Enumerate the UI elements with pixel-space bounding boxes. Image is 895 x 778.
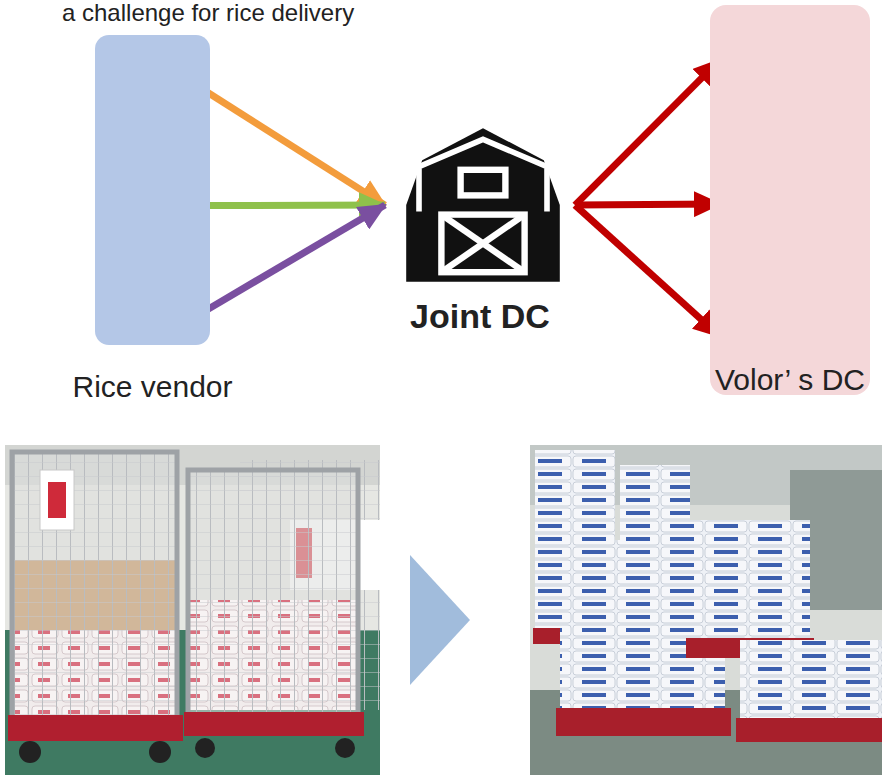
volor-dc-group: Volor’ s DC	[710, 5, 870, 395]
title: a challenge for rice delivery	[62, 0, 354, 26]
flow-arrow	[205, 91, 385, 205]
flow-arrow	[575, 205, 720, 336]
vendor-group: Rice vendor	[95, 35, 210, 345]
flow-arrow	[575, 60, 720, 206]
node-label: Rice vendor	[72, 370, 232, 405]
node-label: Joint DC	[410, 297, 550, 336]
flow-arrow	[205, 202, 385, 209]
flow-arrow	[575, 204, 720, 205]
node-label: Volor’ s DC	[715, 363, 865, 398]
flow-arrow	[205, 205, 385, 311]
joint-dc-node: Joint DC	[385, 125, 575, 350]
